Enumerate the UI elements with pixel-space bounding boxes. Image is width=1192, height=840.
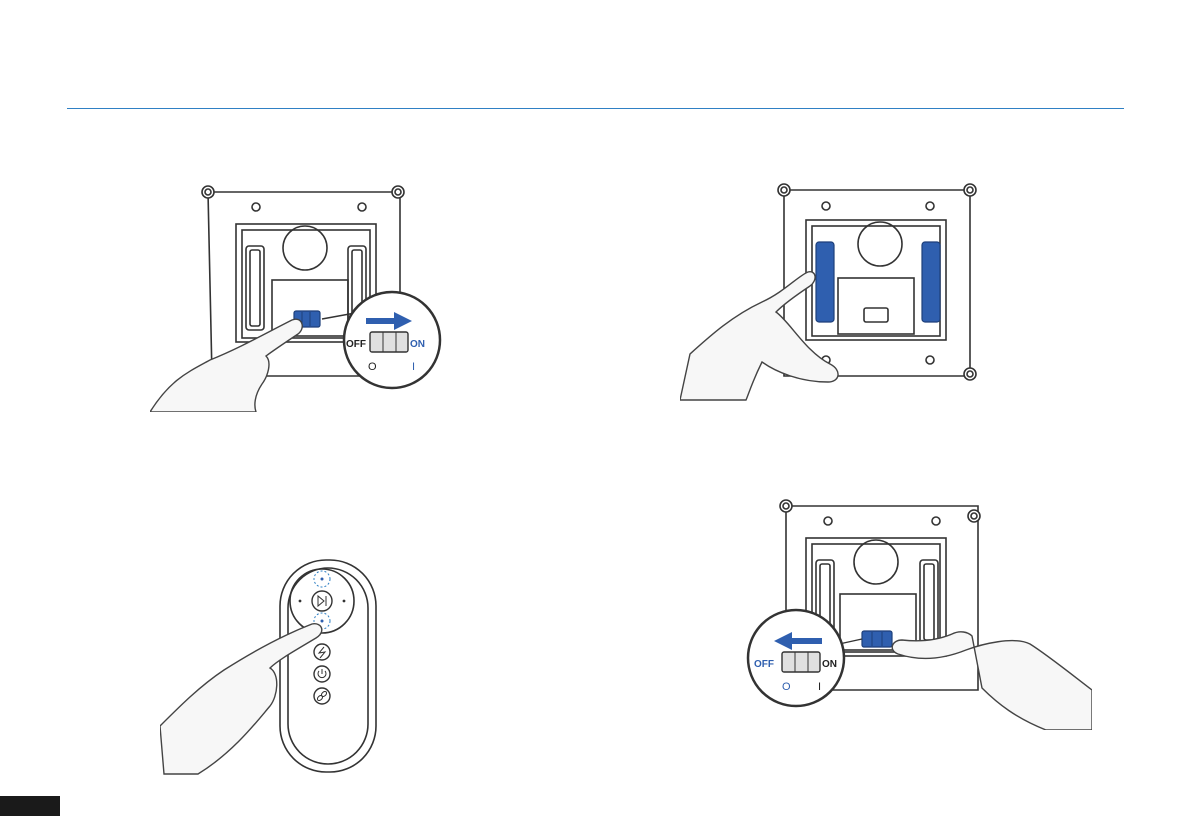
link-icon (314, 688, 330, 704)
play-pause-icon (312, 591, 332, 611)
step-switch-on-illustration: OFF ON O I (150, 180, 450, 412)
page-number-tab (0, 796, 60, 816)
remote-control-illustration (160, 556, 390, 780)
switch-off-symbol: O (368, 361, 377, 373)
switch-on-label: ON (410, 339, 425, 350)
switch-on-symbol: I (412, 361, 415, 373)
header-rule (67, 108, 1124, 109)
power-icon (314, 666, 330, 682)
step-switch-off-illustration: OFF ON O I (746, 494, 1092, 730)
switch-on-label: ON (822, 659, 837, 670)
switch-off-symbol: O (782, 681, 791, 693)
power-switch-icon (862, 631, 892, 647)
left-pad (816, 242, 834, 322)
right-pad (922, 242, 940, 322)
switch-on-symbol: I (818, 681, 821, 693)
step-attach-pads-illustration (680, 176, 990, 416)
switch-off-label: OFF (346, 339, 366, 350)
switch-off-label: OFF (754, 659, 774, 670)
lightning-icon (314, 644, 330, 660)
